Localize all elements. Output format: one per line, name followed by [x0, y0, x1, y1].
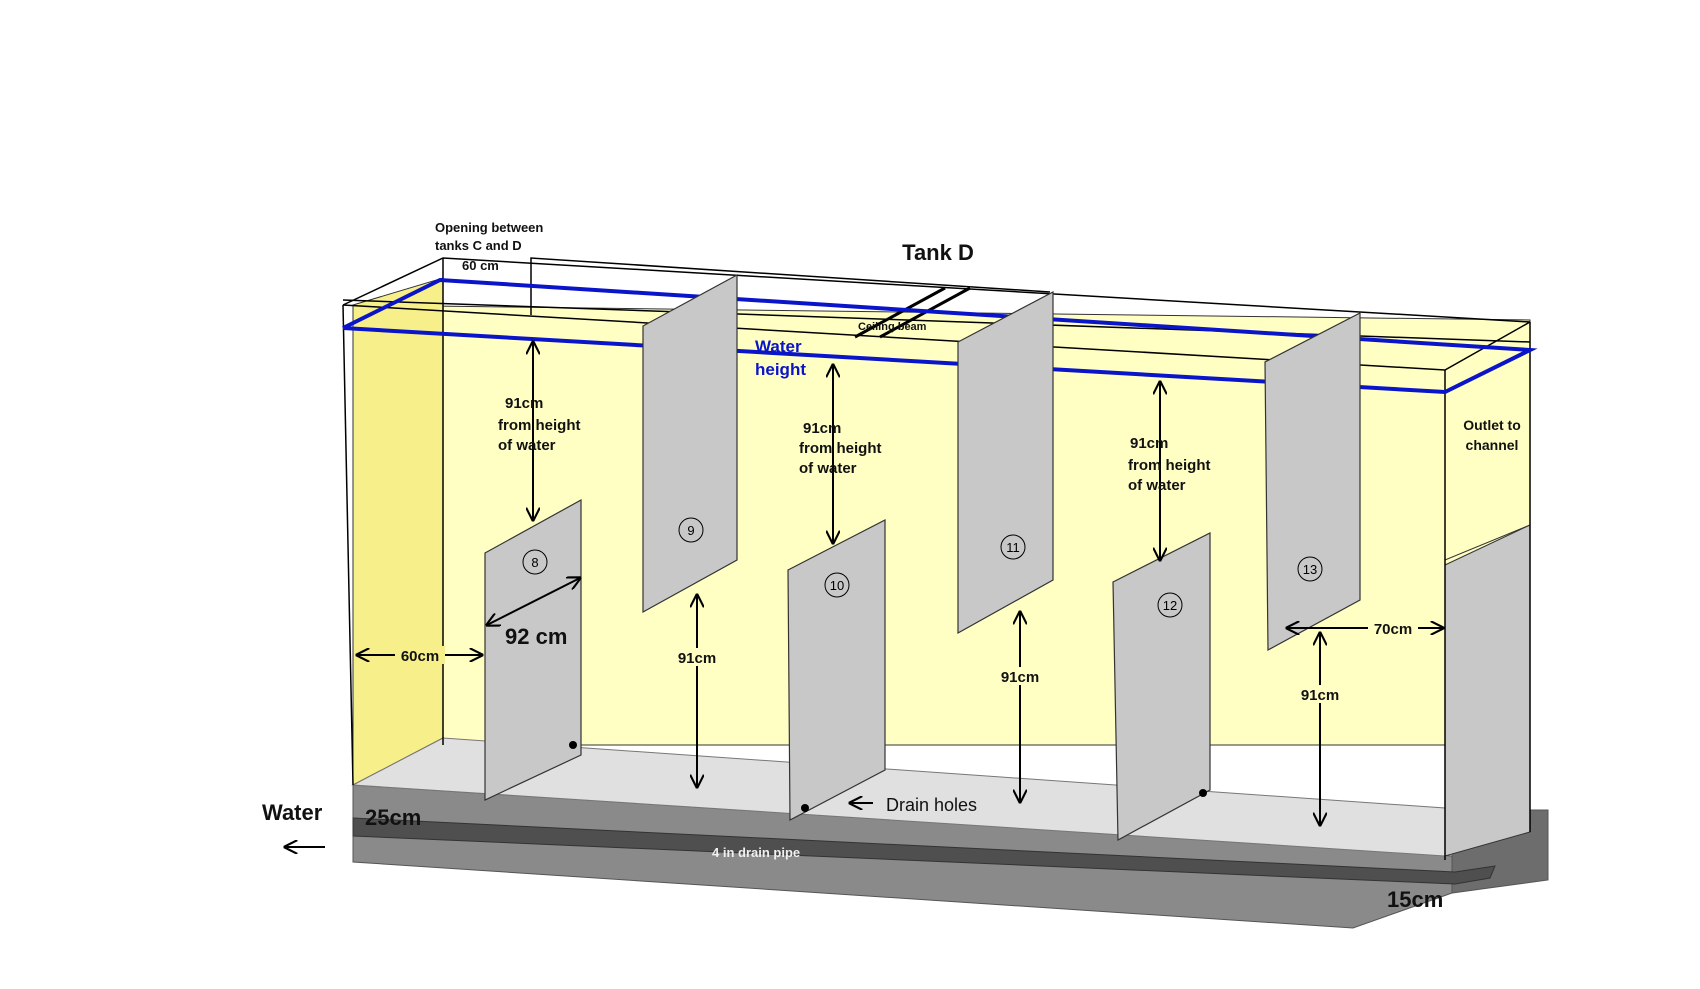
baffle-13-label: 13 [1303, 562, 1317, 577]
outlet-wall [1444, 524, 1531, 857]
ceiling-beam-label: Ceiling beam [858, 321, 927, 333]
right-depth-label: 15cm [1387, 887, 1443, 912]
water-depth-label-10-line2: from height [799, 440, 882, 457]
baffle-12-marker [1157, 592, 1183, 618]
baffle-9 [642, 273, 738, 614]
drain-pipe [352, 817, 1496, 885]
opening-label-line3: 60 cm [462, 258, 499, 273]
outlet-label-line1: Outlet to [1463, 417, 1521, 433]
water-outflow-label: Water [262, 800, 323, 825]
opening-label-line2: tanks C and D [435, 238, 522, 253]
inlet-width-label: 60cm [401, 648, 439, 665]
water-depth-label-8-line1: 91cm [505, 395, 543, 412]
drain-hole [801, 804, 809, 812]
water-depth-label-8-line3: of water [498, 437, 556, 454]
baffle-width-label: 92 cm [505, 624, 567, 649]
baffle-11-label: 11 [1006, 540, 1020, 555]
baffle-9-label: 9 [687, 523, 694, 538]
water-height-line [342, 277, 1538, 395]
baffle-10 [787, 519, 886, 821]
drain-pipe-label: 4 in drain pipe [712, 845, 800, 860]
gap-label-13: 91cm [1301, 687, 1339, 704]
baffle-13 [1264, 312, 1361, 652]
gap-label-11: 91cm [1001, 669, 1039, 686]
baffle-width-arrow [487, 578, 580, 625]
water-depth-label-12-line3: of water [1128, 477, 1186, 494]
inlet-section [352, 277, 444, 786]
baffle-8-label: 8 [531, 555, 538, 570]
water-depth-label-12-line1: 91cm [1130, 435, 1168, 452]
water-height-label-line1: Water [755, 337, 802, 356]
baffle-10-label: 10 [830, 578, 844, 593]
water-depth-label-10-line1: 91cm [803, 420, 841, 437]
baffle-8-marker [522, 549, 548, 575]
drain-hole [1199, 789, 1207, 797]
baffle-8 [484, 498, 582, 801]
left-depth-label: 25cm [365, 805, 421, 830]
water-depth-label-12-line2: from height [1128, 457, 1211, 474]
outlet-width-label: 70cm [1374, 621, 1412, 638]
drain-hole [569, 741, 577, 749]
baffle-12 [1112, 532, 1211, 841]
outlet-label-line2: channel [1466, 437, 1519, 453]
baffle-10-marker [824, 572, 850, 598]
drain-holes-label: Drain holes [886, 795, 977, 815]
baffle-11-marker [1000, 534, 1026, 560]
opening-label-line1: Opening between [435, 220, 543, 235]
baffle-13-marker [1297, 556, 1323, 582]
water-depth-label-8-line2: from height [498, 417, 581, 434]
gap-label-9: 91cm [678, 650, 716, 667]
baffle-11 [957, 291, 1054, 635]
water-height-label-line2: height [755, 360, 806, 379]
baffle-12-label: 12 [1163, 598, 1177, 613]
baffle-9-marker [678, 517, 704, 543]
water-depth-label-10-line3: of water [799, 460, 857, 477]
diagram-title: Tank D [902, 240, 974, 265]
